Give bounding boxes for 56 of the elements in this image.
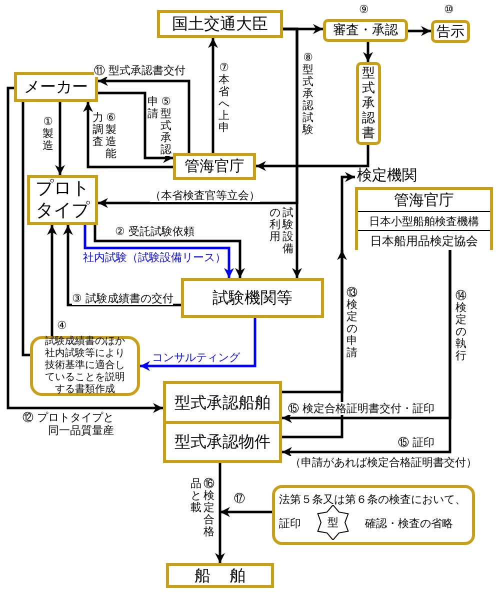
arrow [256,145,370,171]
connector-line [22,102,30,356]
process-box: 型式承認物件 [163,421,282,463]
rounded-box: 告示 [431,20,470,43]
edge-label: ⑮ 検定合格証明書交付・証印 [288,402,434,415]
edge-label: ② 受託試験依頼 [115,225,194,238]
process-box: プロトタイプ [27,175,98,225]
note-text: ⑭検定の執行 [455,290,467,362]
edge-label: ④ [57,319,67,332]
arrow [55,102,65,175]
arrow [282,172,355,394]
note-text: ⑧型式承認試験 [302,52,314,136]
stamp-mark: 型 [315,505,351,540]
arrow [283,28,302,278]
step-number: ⑩ [444,3,454,16]
process-box: 船舶 [166,563,274,588]
edge-label: ③ 試験成績書の交付 [72,292,174,305]
edge-label: ⑮ 証印 [398,436,434,449]
arrow [282,250,347,438]
edge-label: ⑥製造能力調査 [92,112,117,160]
arrow [215,463,225,563]
table-row: 管海官庁 [358,190,490,212]
edge-label: ⑰ [234,492,245,505]
edge-label: ⑪ 型式承認書交付 [94,64,186,77]
arrow [140,318,256,371]
arrow [363,42,373,62]
seal-text: 証印 [279,516,301,531]
arrow [63,225,181,306]
omission-text: 確認・検査の省略 [365,516,453,531]
condition-text: 法第５条又は第６条の検査において、 [279,492,466,507]
arrow [6,86,163,413]
edge-label: （本省検査官等立会） [150,189,260,202]
edge-label: ⑦本省へ上申 [218,62,230,134]
process-box: 管海官庁 [173,153,256,180]
rounded-box: 試験成績書のほか社内試験等により技術基準に適合していることを説明する書類作成 [30,336,140,396]
edge-label: 試験設備の利用 [269,207,294,255]
edge-label: コンサルティング [152,351,240,364]
step-number: ⑨ [359,3,369,16]
arrow [47,225,57,336]
edge-label: ⑬検定の申請 [346,287,358,359]
group-heading: 検定機関 [357,166,417,184]
rounded-box: 型式承認書 [356,62,381,145]
arrow [208,38,218,153]
arrow [98,76,190,153]
process-box: 国土交通大臣 [157,10,283,38]
process-box: 型式承認船舶 [163,381,282,424]
edge-label: ⑤型式承認申請 [147,96,172,156]
arrow [408,26,431,36]
arrow [98,92,173,163]
process-box: 試験機関等 [181,278,324,318]
edge-label: ⑯検定合格品と載 [190,478,215,538]
rounded-box: 審査・承認 [323,19,408,42]
rounded-box [272,485,475,545]
arrow [220,507,272,517]
arrow [83,102,173,168]
arrow [282,250,452,457]
